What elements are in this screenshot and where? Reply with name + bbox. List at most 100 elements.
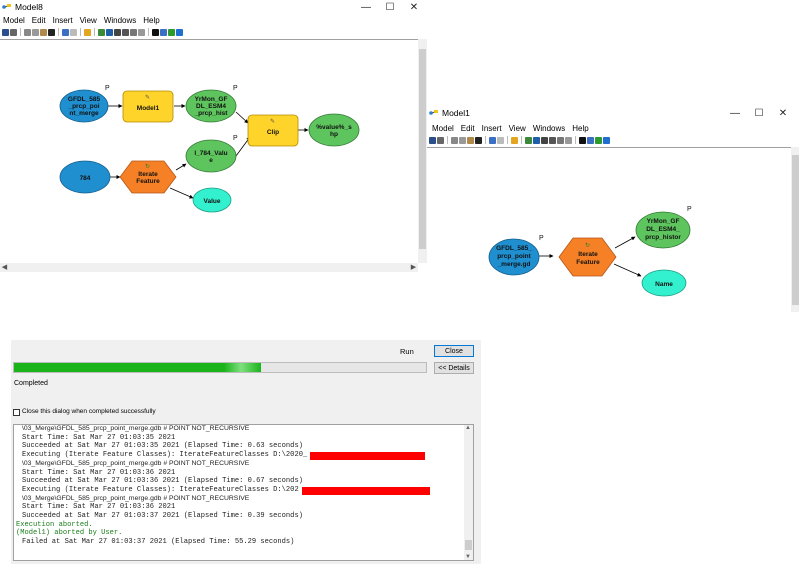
minimize-button[interactable]: — [730,107,740,119]
menu-model[interactable]: Model [432,124,454,133]
784-value-output-node[interactable]: I_784_Valu e [185,139,237,173]
menu-help[interactable]: Help [143,16,160,25]
scroll-down-icon[interactable]: ▼ [465,554,471,560]
scroll-thumb[interactable] [419,49,426,249]
checkbox-label[interactable]: Close this dialog when completed success… [22,408,156,415]
connect-icon[interactable] [160,28,167,36]
model8-horizontal-scrollbar[interactable]: ◀ ▶ [0,263,418,272]
run-icon[interactable] [603,136,610,144]
scroll-up-icon[interactable]: ▲ [465,425,471,431]
add-data-icon[interactable] [84,28,91,36]
details-button[interactable]: << Details [434,362,474,374]
delete-icon[interactable] [475,136,482,144]
scroll-left-icon[interactable]: ◀ [1,264,8,271]
model8-vertical-scrollbar[interactable] [418,39,427,263]
redo-icon[interactable] [497,136,504,144]
menu-model[interactable]: Model [3,16,25,25]
iterator-icon: ↻ [145,163,150,170]
yrmon-output-node[interactable]: YrMon_GF DL_ESM4 _prcp_hist [185,89,237,123]
menu-help[interactable]: Help [572,124,589,133]
zoom-icon[interactable] [557,136,564,144]
model1-canvas[interactable]: GFDL_585_ prcp_point _merge.gd P Iterate… [427,147,791,312]
select-icon[interactable] [579,136,586,144]
close-window-button[interactable]: ✕ [409,1,419,13]
model8-canvas[interactable]: GFDL_585 _prcp_poi nt_merge P Model1 ✎ Y… [0,39,418,263]
fixed-zoom-icon[interactable] [541,136,548,144]
delete-icon[interactable] [48,28,55,36]
menu-insert[interactable]: Insert [481,124,502,133]
cut-icon[interactable] [24,28,31,36]
scroll-right-icon[interactable]: ▶ [410,264,417,271]
full-extent-icon[interactable] [106,28,113,36]
maximize-button[interactable]: ☐ [754,107,764,119]
model1-vertical-scrollbar[interactable] [791,147,799,312]
784-input-node[interactable]: 784 [59,160,111,194]
clip-tool-node[interactable]: Clip ✎ [247,114,299,147]
save-icon[interactable] [429,136,436,144]
paste-icon[interactable] [467,136,474,144]
iterate-feature-node[interactable]: Iterate Feature ↻ [558,237,617,277]
value-node[interactable]: Value [192,187,232,213]
full-extent-icon[interactable] [533,136,540,144]
menu-windows[interactable]: Windows [103,16,137,25]
paste-icon[interactable] [40,28,47,36]
svg-text:Feature: Feature [576,259,600,266]
value-shp-output-node[interactable]: %value%_s hp [308,113,360,147]
status-text: Completed [14,380,48,387]
redo-icon[interactable] [70,28,77,36]
menu-edit[interactable]: Edit [460,124,475,133]
iterate-feature-node[interactable]: Iterate Feature ↻ [119,160,177,194]
name-node[interactable]: Name [641,269,687,297]
print-icon[interactable] [437,136,444,144]
select-icon[interactable] [152,28,159,36]
scroll-thumb[interactable] [792,155,799,305]
toolbar-separator [80,28,81,36]
model1-titlebar[interactable]: Model1 — ☐ ✕ [427,106,799,120]
log-line: Executing (Iterate Feature Classes): Ite… [14,451,473,461]
svg-text:Name: Name [655,281,673,288]
fixed-zoom-icon[interactable] [114,28,121,36]
menu-view[interactable]: View [508,124,526,133]
copy-icon[interactable] [32,28,39,36]
gfdl-input-node[interactable]: GFDL_585 _prcp_poi nt_merge [59,89,109,123]
model1-tool-node[interactable]: Model1 ✎ [122,90,174,123]
undo-icon[interactable] [489,136,496,144]
run-icon[interactable] [176,28,183,36]
menu-view[interactable]: View [79,16,97,25]
scroll-thumb[interactable] [465,540,472,550]
minimize-button[interactable]: — [361,1,371,13]
copy-icon[interactable] [459,136,466,144]
parameter-marker: P [687,206,692,213]
validate-icon[interactable] [595,136,602,144]
yrmon-output-node[interactable]: YrMon_GF DL_ESM4_ prcp_histor [635,211,691,249]
undo-icon[interactable] [62,28,69,36]
log-line: Start Time: Sat Mar 27 01:03:36 2021 [22,468,176,477]
auto-layout-icon[interactable] [98,28,105,36]
gfdl-input-node[interactable]: GFDL_585_ prcp_point _merge.gd [488,238,540,276]
menu-windows[interactable]: Windows [532,124,566,133]
message-log[interactable]: \03_Merge\GFDL_585_prcp_point_merge.gdb … [13,424,474,561]
close-button[interactable]: Close [434,345,474,357]
menu-edit[interactable]: Edit [31,16,46,25]
pan-icon[interactable] [138,28,145,36]
close-on-complete-checkbox[interactable] [13,409,20,416]
maximize-button[interactable]: ☐ [385,1,395,13]
connect-icon[interactable] [587,136,594,144]
auto-layout-icon[interactable] [525,136,532,144]
progress-bar [13,362,427,373]
close-window-button[interactable]: ✕ [778,107,788,119]
fixed-zoom-out-icon[interactable] [122,28,129,36]
menu-insert[interactable]: Insert [52,16,73,25]
svg-text:Iterate: Iterate [578,251,598,258]
save-icon[interactable] [2,28,9,36]
pan-icon[interactable] [565,136,572,144]
print-icon[interactable] [10,28,17,36]
zoom-icon[interactable] [130,28,137,36]
fixed-zoom-out-icon[interactable] [549,136,556,144]
model8-titlebar[interactable]: Model8 — ☐ ✕ [0,0,426,14]
add-data-icon[interactable] [511,136,518,144]
validate-icon[interactable] [168,28,175,36]
svg-text:hp: hp [330,131,338,138]
cut-icon[interactable] [451,136,458,144]
log-vertical-scrollbar[interactable]: ▲ ▼ [464,425,473,560]
